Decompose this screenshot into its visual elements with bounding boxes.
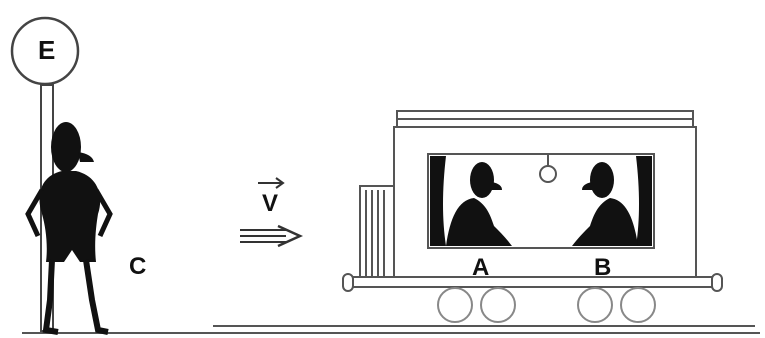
observer-label: C — [129, 255, 146, 279]
velocity-label: V — [262, 192, 278, 216]
sign-label: E — [38, 37, 55, 63]
wheel — [438, 288, 472, 322]
wheel — [621, 288, 655, 322]
passenger-b-label: B — [594, 256, 611, 280]
hanging-lamp-icon — [540, 166, 556, 182]
passenger-a-label: A — [472, 256, 489, 280]
wheel — [578, 288, 612, 322]
wheels — [438, 288, 655, 322]
wheel — [481, 288, 515, 322]
ground — [22, 326, 760, 333]
